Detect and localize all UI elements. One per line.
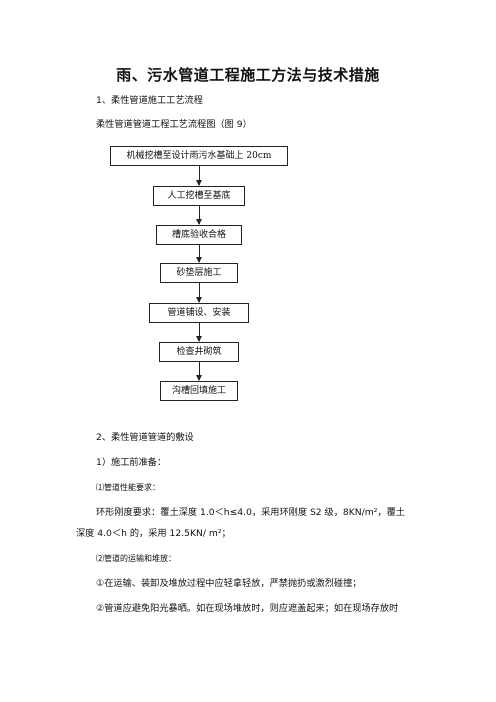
flow-step-3: 槽底验收合格 (156, 225, 242, 245)
flowchart-caption: 柔性管道管道工程工艺流程图（图 9） (96, 119, 252, 130)
flow-step-5: 管道铺设、安装 (149, 303, 249, 323)
item-1-heading: ⑴管道性能要求： (96, 483, 160, 492)
list-item-b: ②管道应避免阳光暴晒。如在现场堆放时，则应遮盖起来；如在现场存放时 (96, 603, 399, 614)
paragraph-line-2: 深度 4.0＜h 的，采用 12.5KN/ m²； (76, 528, 231, 539)
section-2-heading: 2、柔性管道管道的敷设 (96, 432, 194, 443)
flow-arrow-6 (196, 362, 202, 381)
flow-arrow-5 (196, 323, 202, 342)
flow-arrow-3 (196, 245, 202, 263)
item-2-heading: ⑵管道的运输和堆放： (96, 554, 176, 563)
flow-step-6: 检查井砌筑 (159, 342, 239, 362)
section-1-heading: 1、柔性管道施工工艺流程 (96, 95, 203, 106)
paragraph-line-1: 环形刚度要求：覆土深度 1.0＜h≤4.0，采用环刚度 S2 级，8KN/m²，… (96, 507, 405, 518)
flow-arrow-2 (196, 206, 202, 225)
list-item-a: ①在运输、装卸及堆放过程中应轻拿轻放，严禁抛扔或激烈碰撞； (96, 578, 362, 589)
flow-step-4: 砂垫层施工 (160, 263, 238, 283)
flow-arrow-4 (196, 283, 202, 303)
document-title: 雨、污水管道工程施工方法与技术措施 (116, 66, 380, 84)
flow-arrow-1 (196, 166, 202, 186)
flow-step-1: 机械挖槽至设计雨污水基础上 20cm (110, 146, 288, 166)
flow-step-2: 人工挖槽至基底 (153, 186, 245, 206)
flow-step-7: 沟槽回填施工 (160, 381, 238, 401)
subsection-heading: 1）施工前准备： (96, 457, 167, 468)
